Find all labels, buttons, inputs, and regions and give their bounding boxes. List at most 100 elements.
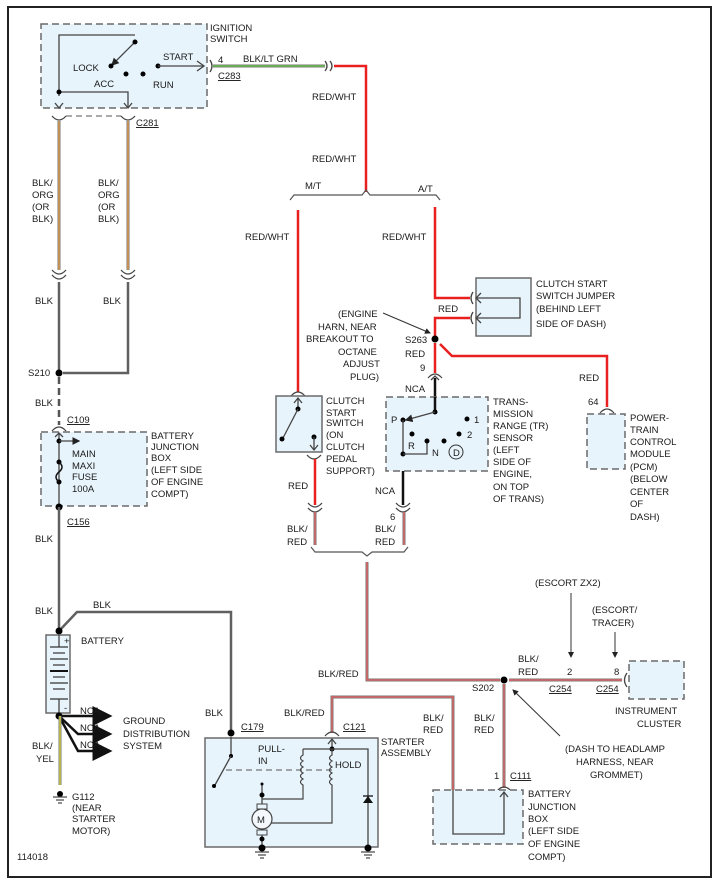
svg-text:RED: RED — [474, 725, 494, 736]
c109-label: C109 — [67, 415, 90, 426]
svg-text:C121: C121 — [343, 722, 366, 733]
svg-text:BLK/: BLK/ — [32, 178, 53, 189]
svg-text:BLK: BLK — [205, 708, 224, 719]
s210-label: S210 — [28, 368, 50, 379]
svg-text:BLK/: BLK/ — [423, 713, 444, 724]
svg-text:C111: C111 — [510, 771, 531, 782]
c156-label: C156 — [67, 517, 90, 528]
svg-text:TRANS-: TRANS- — [493, 397, 528, 408]
wire-blk-red-s202 — [365, 562, 500, 682]
svg-text:RANGE (TR): RANGE (TR) — [493, 421, 548, 432]
svg-text:BLK/: BLK/ — [518, 654, 539, 665]
variant-at: A/T — [418, 184, 433, 195]
svg-text:ENGINE,: ENGINE, — [493, 469, 532, 480]
wire-red-wht-main — [334, 64, 368, 192]
wire-red-jumper — [433, 316, 470, 338]
svg-text:+: + — [64, 636, 70, 647]
clutch-start-switch: CLUTCH START SWITCH (ON CLUTCH PEDAL SUP… — [275, 391, 375, 477]
wire-label-blk-org-right: BLK/ ORG (OR BLK) — [98, 178, 120, 225]
svg-text:BLK: BLK — [35, 606, 54, 617]
svg-text:C254: C254 — [596, 684, 619, 695]
ignition-switch-label-2: SWITCH — [210, 34, 248, 45]
splice-s263 — [431, 335, 439, 343]
svg-text:BOX: BOX — [151, 453, 172, 464]
wire-label-red-tr: RED — [405, 349, 425, 360]
svg-text:SUPPORT): SUPPORT) — [326, 466, 375, 477]
svg-text:ADJUST: ADJUST — [343, 359, 380, 370]
variant-brace — [289, 189, 441, 201]
c179-label: C179 — [241, 722, 264, 733]
svg-text:BLK/: BLK/ — [98, 178, 119, 189]
svg-text:MOTOR): MOTOR) — [72, 826, 110, 837]
svg-text:P: P — [391, 415, 397, 426]
svg-text:BLK/RED: BLK/RED — [284, 708, 325, 719]
svg-text:(BELOW: (BELOW — [630, 474, 668, 485]
g112-ground: G112 (NEAR STARTER MOTOR) — [53, 791, 116, 837]
svg-text:DASH): DASH) — [630, 512, 660, 523]
battery-junction-box-bottom: BATTERY JUNCTION BOX (LEFT SIDE OF ENGIN… — [432, 789, 580, 863]
svg-text:ORG: ORG — [98, 190, 120, 201]
svg-text:BLK: BLK — [35, 534, 54, 545]
svg-text:BLK/: BLK/ — [474, 713, 495, 724]
svg-text:MAXI: MAXI — [72, 461, 95, 472]
svg-text:CLUTCH: CLUTCH — [326, 442, 365, 453]
s202-label: S202 — [472, 683, 494, 694]
wire-label-red-wht-1: RED/WHT — [312, 92, 357, 103]
wire-label-nca-tr-bottom: NCA — [375, 486, 396, 497]
battery: + - BATTERY — [45, 627, 125, 720]
svg-text:INSTRUMENT: INSTRUMENT — [615, 706, 677, 717]
svg-text:C254: C254 — [549, 684, 572, 695]
svg-text:ON TOP: ON TOP — [493, 482, 529, 493]
svg-text:R: R — [408, 441, 415, 452]
wire-label-blk-red-s202: BLK/RED — [318, 669, 359, 680]
svg-text:JUNCTION: JUNCTION — [528, 802, 576, 813]
position-lock: LOCK — [73, 63, 100, 74]
s263-location-note: (ENGINE HARN, NEAR BREAKOUT TO OCTANE AD… — [306, 309, 380, 383]
pcm: POWER- TRAIN CONTROL MODULE (PCM) (BELOW… — [586, 413, 676, 523]
svg-text:8: 8 — [614, 667, 619, 678]
svg-text:RED: RED — [423, 725, 443, 736]
svg-text:BATTERY: BATTERY — [151, 431, 195, 442]
svg-text:RED: RED — [518, 667, 538, 678]
svg-text:SWITCH: SWITCH — [326, 418, 364, 429]
svg-text:HOLD: HOLD — [335, 760, 362, 771]
svg-text:START: START — [326, 408, 356, 419]
svg-text:(DASH TO HEADLAMP: (DASH TO HEADLAMP — [565, 744, 665, 755]
diagram-frame — [7, 6, 712, 878]
svg-text:BLK: BLK — [103, 296, 122, 307]
svg-text:BLK: BLK — [35, 296, 54, 307]
svg-text:CLUSTER: CLUSTER — [637, 719, 681, 730]
splice-s210 — [55, 369, 63, 377]
svg-text:GROUND: GROUND — [123, 716, 165, 727]
svg-text:PLUG): PLUG) — [350, 372, 379, 383]
svg-text:MODULE: MODULE — [630, 449, 671, 460]
variant-escort-zx2: (ESCORT ZX2) — [535, 578, 601, 589]
svg-text:RED: RED — [287, 537, 307, 548]
svg-text:D: D — [453, 448, 460, 459]
position-run: RUN — [153, 80, 174, 91]
jumper-label-2: SWITCH JUMPER — [536, 291, 615, 302]
ground-distribution-system: NCA NCA NCA GROUND DISTRIBUTION SYSTEM — [57, 706, 190, 761]
svg-text:SIDE OF: SIDE OF — [493, 457, 531, 468]
wire-label-red-pcm: RED — [579, 373, 599, 384]
svg-text:BOX: BOX — [528, 814, 549, 825]
svg-text:BATTERY: BATTERY — [528, 789, 572, 800]
svg-text:NCA: NCA — [80, 723, 101, 734]
clutch-start-switch-jumper: CLUTCH START SWITCH JUMPER (BEHIND LEFT … — [470, 277, 615, 337]
wire-red-pcm — [439, 343, 609, 407]
svg-text:G112: G112 — [72, 792, 95, 803]
tr-pin-6: 6 — [390, 512, 395, 523]
variant-mt: M/T — [305, 181, 322, 192]
svg-text:ORG: ORG — [32, 190, 54, 201]
wire-label-blk-lt-grn: BLK/LT GRN — [243, 54, 298, 65]
svg-text:JUNCTION: JUNCTION — [151, 442, 199, 453]
svg-text:(NEAR: (NEAR — [72, 803, 102, 814]
instrument-cluster: INSTRUMENT CLUSTER — [615, 660, 685, 730]
svg-text:ASSEMBLY: ASSEMBLY — [381, 748, 432, 759]
svg-text:DISTRIBUTION: DISTRIBUTION — [123, 729, 190, 740]
svg-text:YEL: YEL — [36, 754, 54, 765]
svg-text:COMPT): COMPT) — [151, 489, 188, 500]
battery-junction-box-top: MAIN MAXI FUSE 100A BATTERY JUNCTION BOX… — [40, 431, 203, 511]
svg-text:PULL-: PULL- — [258, 744, 285, 755]
svg-text:TRAIN: TRAIN — [630, 425, 659, 436]
